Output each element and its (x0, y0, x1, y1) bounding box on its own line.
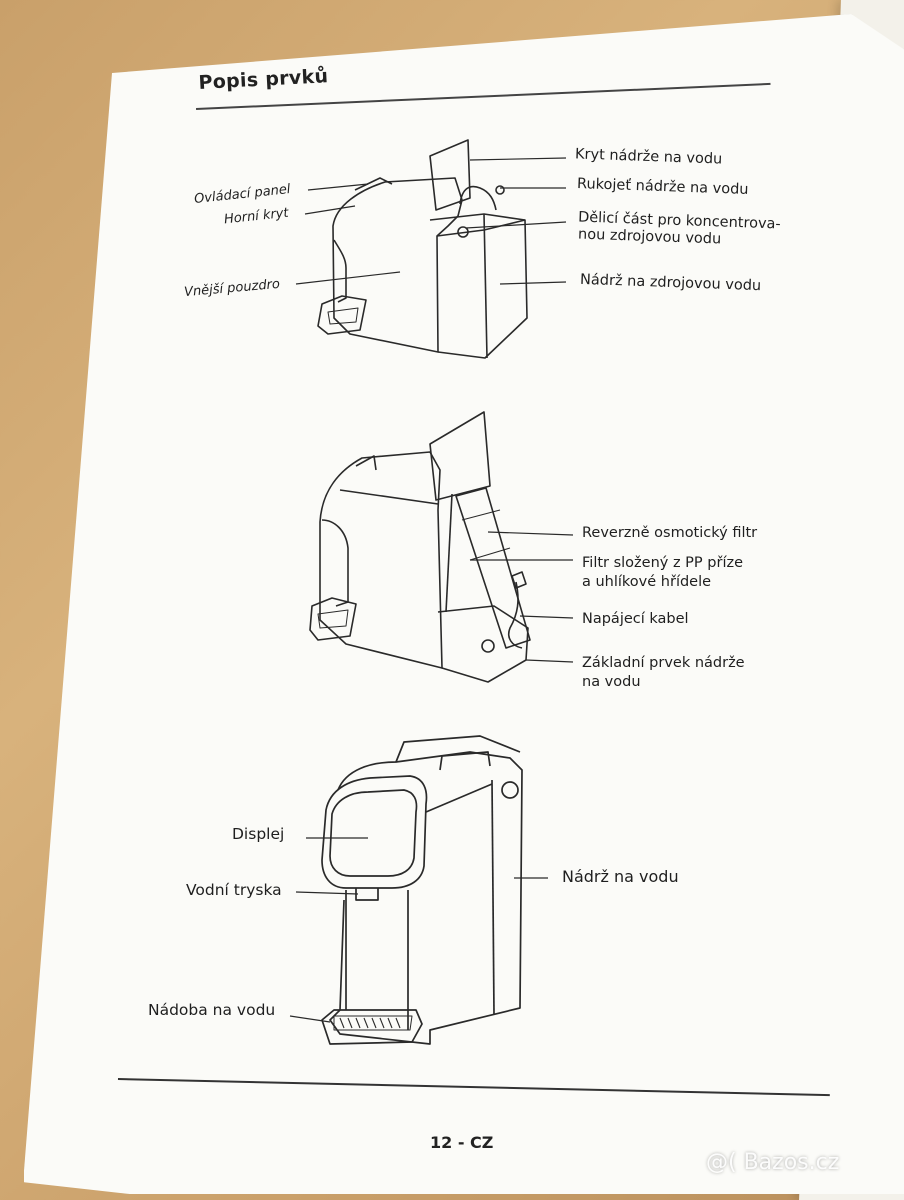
label-water-container: Nádoba na vodu (148, 1001, 276, 1019)
label-display: Displej (232, 825, 285, 843)
label-pp-filter-line2: a uhlíkové hřídele (582, 574, 712, 590)
manual-page (24, 14, 904, 1194)
label-tank-base-line2: na vodu (582, 674, 641, 690)
label-water-nozzle: Vodní tryska (186, 881, 282, 899)
page-number: 12 - CZ (430, 1133, 494, 1152)
label-tank-base-line1: Základní prvek nádrže (582, 655, 745, 671)
label-pp-filter-line1: Filtr složený z PP příze (582, 555, 744, 571)
site-watermark: @( Bazos.cz (706, 1150, 840, 1175)
label-water-tank: Nádrž na vodu (562, 867, 679, 886)
label-power-cable: Napájecí kabel (582, 611, 689, 627)
label-ro-filter: Reverzně osmotický filtr (582, 525, 758, 541)
